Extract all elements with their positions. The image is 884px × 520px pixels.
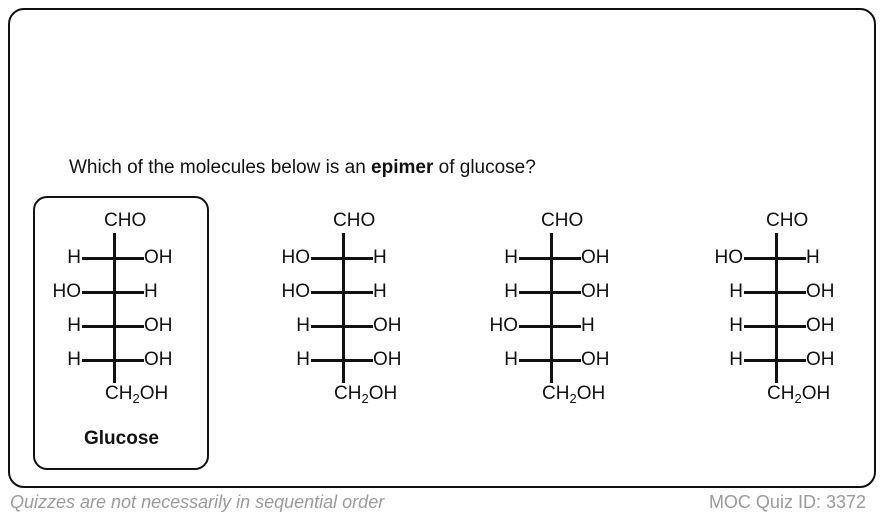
hydroxymethyl-group: CH2OH [542, 383, 606, 406]
left-substituent: H [504, 247, 518, 268]
substituent-bond [311, 325, 373, 328]
substituent-bond [311, 291, 373, 294]
right-substituent: H [144, 281, 158, 302]
substituent-bond [311, 359, 373, 362]
substituent-bond [519, 359, 581, 362]
right-substituent: OH [373, 315, 402, 336]
carbon-chain-bond [775, 233, 778, 383]
substituent-bond [744, 359, 806, 362]
right-substituent: OH [581, 281, 610, 302]
substituent-bond [82, 257, 144, 260]
substituent-bond [311, 257, 373, 260]
left-substituent: H [729, 281, 743, 302]
substituent-bond [519, 325, 581, 328]
carbon-chain-bond [113, 233, 116, 383]
substituent-bond [82, 325, 144, 328]
right-substituent: OH [581, 349, 610, 370]
aldehyde-group: CHO [333, 210, 376, 231]
carbon-chain-bond [342, 233, 345, 383]
footer-note: Quizzes are not necessarily in sequentia… [10, 492, 385, 512]
left-substituent: H [729, 315, 743, 336]
right-substituent: OH [806, 281, 835, 302]
right-substituent: OH [806, 349, 835, 370]
substituent-bond [744, 291, 806, 294]
substituent-bond [744, 257, 806, 260]
carbon-chain-bond [550, 233, 553, 383]
quiz-id: MOC Quiz ID: 3372 [708, 492, 866, 512]
substituent-bond [82, 359, 144, 362]
left-substituent: H [67, 247, 81, 268]
hydroxymethyl-group: CH2OH [105, 383, 169, 406]
right-substituent: OH [144, 349, 173, 370]
subscript: 2 [569, 391, 577, 406]
substituent-bond [82, 291, 144, 294]
left-substituent: H [296, 315, 310, 336]
left-substituent: H [504, 281, 518, 302]
subscript: 2 [794, 391, 802, 406]
left-substituent: H [67, 349, 81, 370]
left-substituent: HO [489, 315, 519, 336]
subscript: 2 [361, 391, 369, 406]
substituent-bond [519, 291, 581, 294]
question-prefix: Which of the molecules below is an [69, 157, 372, 178]
left-substituent: H [729, 349, 743, 370]
right-substituent: H [806, 247, 820, 268]
aldehyde-group: CHO [104, 210, 147, 231]
left-substituent: HO [281, 247, 311, 268]
substituent-bond [519, 257, 581, 260]
hydroxymethyl-group: CH2OH [767, 383, 831, 406]
substituent-bond [744, 325, 806, 328]
subscript: 2 [132, 391, 140, 406]
left-substituent: H [504, 349, 518, 370]
right-substituent: OH [144, 247, 173, 268]
aldehyde-group: CHO [766, 210, 809, 231]
left-substituent: HO [281, 281, 311, 302]
left-substituent: HO [52, 281, 82, 302]
question-text: Which of the molecules below is an epime… [69, 157, 536, 179]
glucose-reference-box [33, 196, 209, 470]
right-substituent: OH [806, 315, 835, 336]
left-substituent: H [67, 315, 81, 336]
right-substituent: H [373, 247, 387, 268]
right-substituent: OH [144, 315, 173, 336]
glucose-label: Glucose [84, 428, 159, 449]
left-substituent: H [296, 349, 310, 370]
question-emphasis: epimer [371, 157, 434, 178]
hydroxymethyl-group: CH2OH [334, 383, 398, 406]
right-substituent: H [581, 315, 595, 336]
quiz-card [8, 8, 876, 488]
right-substituent: OH [581, 247, 610, 268]
aldehyde-group: CHO [541, 210, 584, 231]
right-substituent: H [373, 281, 387, 302]
left-substituent: HO [714, 247, 744, 268]
right-substituent: OH [373, 349, 402, 370]
question-suffix: of glucose? [433, 157, 536, 178]
